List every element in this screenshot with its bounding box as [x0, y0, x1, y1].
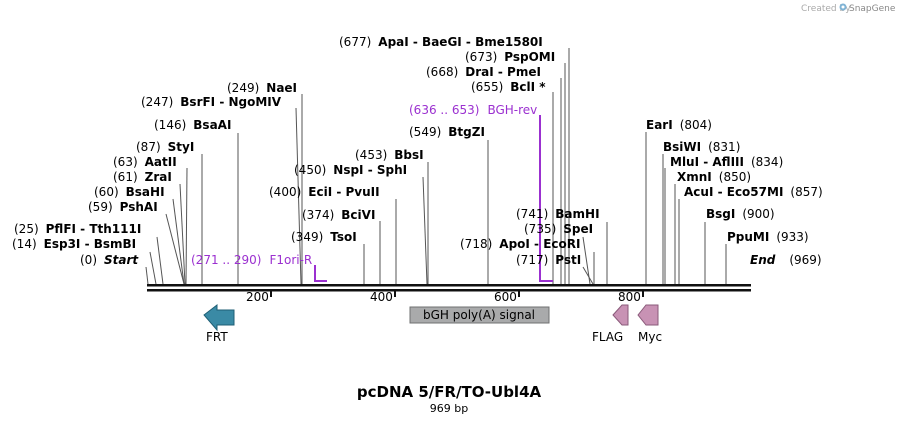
- site-label-bcli[interactable]: (655)BclI *: [471, 80, 546, 94]
- ruler-ticks: [270, 291, 644, 297]
- feature-myc-arrow[interactable]: [637, 304, 659, 326]
- feature-myc-label: Myc: [638, 330, 662, 344]
- primer-arrows: [314, 115, 553, 282]
- site-label-end[interactable]: End(969): [750, 253, 822, 267]
- site-label-spei[interactable]: (735)SpeI: [524, 222, 593, 236]
- site-label-pshai[interactable]: (59)PshAI: [88, 200, 158, 214]
- site-label-ecii[interactable]: (400)EciI - PvuII: [269, 185, 380, 199]
- site-label-tsoi[interactable]: (349)TsoI: [291, 230, 357, 244]
- site-label-bsgi[interactable]: BsgI(900): [706, 207, 775, 221]
- site-label-acui[interactable]: AcuI - Eco57MI(857): [684, 185, 823, 199]
- site-label-apai[interactable]: (677)ApaI - BaeGI - Bme1580I: [339, 35, 543, 49]
- site-label-bsaai[interactable]: (146)BsaAI: [154, 118, 231, 132]
- feature-bgh-polya[interactable]: bGH poly(A) signal: [409, 306, 550, 324]
- primer-f1ori-r-arrow[interactable]: [314, 265, 327, 282]
- map-title: pcDNA 5/FR/TO-Ubl4A: [357, 383, 542, 401]
- branding-name: SnapGene: [849, 4, 896, 14]
- feature-flag-arrow[interactable]: [612, 304, 629, 326]
- site-label-xmni[interactable]: XmnI(850): [677, 170, 751, 184]
- site-label-bbsi[interactable]: (453)BbsI: [355, 148, 424, 162]
- site-label-bsrfi[interactable]: (247)BsrFI - NgoMIV: [141, 95, 282, 109]
- ruler-tick-200: 200: [246, 290, 269, 304]
- primer-bgh-rev-arrow[interactable]: [539, 115, 553, 282]
- feature-flag[interactable]: FLAG: [592, 304, 629, 344]
- site-label-styi[interactable]: (87)StyI: [136, 140, 194, 154]
- ruler-tick-800: 800: [618, 290, 641, 304]
- ruler-tick-400: 400: [370, 290, 393, 304]
- site-label-eari[interactable]: EarI(804): [646, 118, 712, 132]
- site-label-bsahi[interactable]: (60)BsaHI: [94, 185, 165, 199]
- primer-label-bgh-rev[interactable]: (636 .. 653)BGH-rev: [409, 103, 537, 117]
- site-label-btgzi[interactable]: (549)BtgZI: [409, 125, 485, 139]
- feature-flag-label: FLAG: [592, 330, 623, 344]
- backbone: [147, 284, 751, 292]
- feature-bgh-polya-box[interactable]: [409, 306, 550, 324]
- site-label-esp3i[interactable]: (14)Esp3I - BsmBI: [12, 237, 136, 251]
- snapgene-logo-icon: [839, 3, 847, 11]
- feature-frt[interactable]: FRT: [203, 303, 235, 344]
- branding-prefix: Created by: [801, 4, 851, 14]
- site-label-mlui[interactable]: MluI - AflIII(834): [670, 155, 783, 169]
- site-label-ppumi[interactable]: PpuMI(933): [727, 230, 809, 244]
- site-label-psti[interactable]: (717)PstI: [516, 253, 581, 267]
- site-label-pflfi[interactable]: (25)PflFI - Tth111I: [14, 222, 141, 236]
- site-label-bamhi[interactable]: (741)BamHI: [516, 207, 600, 221]
- feature-frt-arrow[interactable]: [203, 303, 235, 332]
- primer-label-f1ori-r[interactable]: (271 .. 290)F1ori-R: [191, 253, 312, 267]
- site-label-drai[interactable]: (668)DraI - PmeI: [426, 65, 541, 79]
- site-label-naei[interactable]: (249)NaeI: [227, 81, 297, 95]
- feature-frt-label: FRT: [206, 330, 228, 344]
- site-label-zrai[interactable]: (61)ZraI: [113, 170, 172, 184]
- ruler-tick-600: 600: [494, 290, 517, 304]
- map-length: 969 bp: [430, 402, 468, 415]
- feature-myc[interactable]: Myc: [637, 304, 662, 344]
- site-label-psppomi[interactable]: (673)PspOMI: [465, 50, 555, 64]
- site-label-bcivi[interactable]: (374)BciVI: [302, 208, 375, 222]
- site-label-nspi[interactable]: (450)NspI - SphI: [294, 163, 407, 177]
- feature-bgh-polya-label: bGH poly(A) signal: [423, 308, 535, 322]
- site-label-aatii[interactable]: (63)AatII: [113, 155, 177, 169]
- site-label-bsiwi[interactable]: BsiWI(831): [663, 140, 740, 154]
- site-label-start[interactable]: (0)Start: [80, 253, 139, 267]
- site-label-apoi[interactable]: (718)ApoI - EcoRI: [460, 237, 580, 251]
- site-lines: [145, 48, 727, 285]
